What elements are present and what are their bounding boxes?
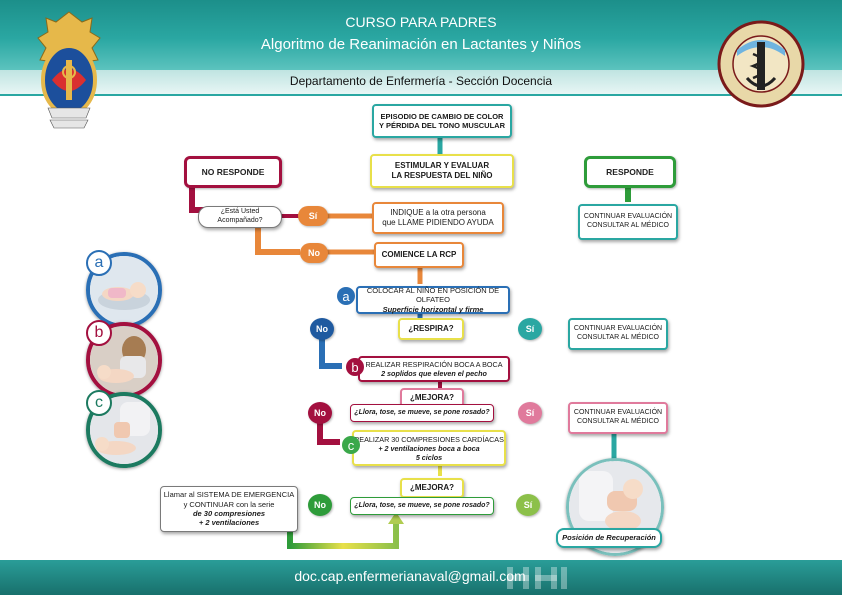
page-subtitle: Algoritmo de Reanimación en Lactantes y … (260, 36, 582, 53)
hn-watermark-logo (505, 565, 575, 591)
step-a-badge: a (337, 287, 355, 305)
photo-letter-c: c (86, 390, 112, 416)
step-b-badge: b (346, 358, 364, 376)
photo-step-a (86, 252, 162, 328)
no-acompanado-pill: No (300, 243, 328, 263)
step-a-box: COLOCAR AL NIÑO EN POSICIÓN DE OLFATEO S… (356, 286, 510, 314)
recovery-position-label: Posición de Recuperación (556, 528, 662, 548)
header-band (0, 0, 842, 70)
indique-box: INDIQUE a la otra persona que LLAME PIDI… (372, 202, 504, 234)
no-mejora-pill-2: No (308, 494, 332, 516)
respira-box: ¿RESPIRA? (398, 318, 464, 340)
step-b-box: REALIZAR RESPIRACIÓN BOCA A BOCA 2 sopli… (358, 356, 510, 382)
foundation-seal-logo (717, 20, 805, 108)
department-label: Departamento de Enfermería - Sección Doc… (289, 74, 553, 88)
mejora-detail-2: ¿Llora, tose, se mueve, se pone rosado? (350, 497, 494, 515)
footer-email[interactable]: doc.cap.enfermerianaval@gmail.com (294, 568, 526, 584)
start-episode-box: EPISODIO DE CAMBIO DE COLOR Y PÉRDIDA DE… (372, 104, 512, 138)
emergency-box: Llamar al SISTEMA DE EMERGENCIA y CONTIN… (160, 486, 298, 532)
step-c-box: REALIZAR 30 COMPRESIONES CARDÍACAS + 2 v… (352, 430, 506, 466)
footer-band (0, 560, 842, 595)
continuar-box-1: CONTINUAR EVALUACIÓN CONSULTAR AL MÉDICO (578, 204, 678, 240)
continuar-box-2: CONTINUAR EVALUACIÓN CONSULTAR AL MÉDICO (568, 318, 668, 350)
si-mejora-pill-1: Sí (518, 402, 542, 424)
si-acompanado-pill: Sí (298, 206, 328, 226)
subtitle-band (0, 70, 842, 96)
estimular-box: ESTIMULAR Y EVALUAR LA RESPUESTA DEL NIÑ… (370, 154, 514, 188)
no-responde-box: NO RESPONDE (184, 156, 282, 188)
step-c-badge: c (342, 436, 360, 454)
photo-letter-b: b (86, 320, 112, 346)
no-respira-pill: No (310, 318, 334, 340)
photo-letter-a: a (86, 250, 112, 276)
no-mejora-pill-1: No (308, 402, 332, 424)
continuar-box-3: CONTINUAR EVALUACIÓN CONSULTAR AL MÉDICO (568, 402, 668, 434)
acompanado-box: ¿Está Usted Acompañado? (198, 206, 282, 228)
mejora-box-2: ¿MEJORA? (400, 478, 464, 498)
navy-crest-logo (37, 11, 101, 129)
si-respira-pill: Sí (518, 318, 542, 340)
responde-box: RESPONDE (584, 156, 676, 188)
comience-rcp-box: COMIENCE LA RCP (374, 242, 464, 268)
photo-step-b (86, 322, 162, 398)
si-mejora-pill-2: Sí (516, 494, 540, 516)
page-title: CURSO PARA PADRES (345, 14, 497, 30)
mejora-detail-1: ¿Llora, tose, se mueve, se pone rosado? (350, 404, 494, 422)
